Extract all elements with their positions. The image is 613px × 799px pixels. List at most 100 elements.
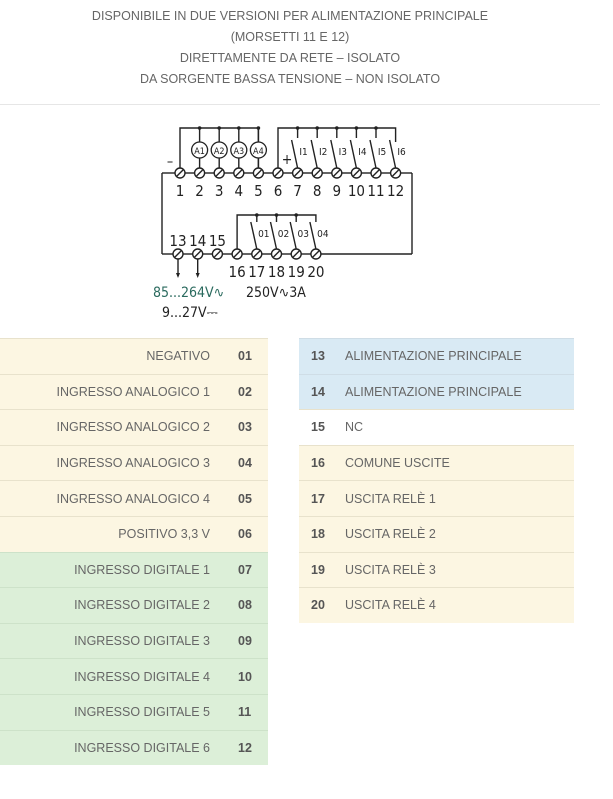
screw-slot: [292, 250, 300, 258]
header-line: DISPONIBILE IN DUE VERSIONI PER ALIMENTA…: [91, 9, 489, 23]
divider: [0, 104, 600, 105]
table-row: 17 USCITA RELÈ 1: [299, 480, 574, 516]
terminal-number: 11: [367, 182, 384, 200]
terminal-label: INGRESSO ANALOGICO 3: [56, 456, 210, 471]
terminal-label: USCITA RELÈ 4: [345, 598, 436, 613]
output-label: 01: [258, 229, 269, 240]
terminal-number: 4: [235, 182, 244, 200]
header: DISPONIBILE IN DUE VERSIONI PER ALIMENTA…: [0, 6, 580, 90]
relay-rating-label: 250V∿3A: [246, 285, 306, 301]
terminal-number: 13: [311, 349, 325, 364]
switch-contact: [310, 139, 318, 169]
relay-contact: [309, 221, 317, 250]
terminal-number: 18: [311, 527, 325, 542]
screw-slot: [294, 169, 302, 177]
terminal-number: 10: [348, 182, 365, 200]
screw-slot: [233, 250, 241, 258]
terminal-number: 15: [209, 232, 226, 250]
supply-dc-label: 9...27V⎓: [162, 305, 218, 321]
output-label: 02: [278, 229, 289, 240]
junction-dot: [254, 213, 259, 217]
terminal-number: 03: [238, 420, 252, 435]
terminal-number: 13: [169, 232, 186, 250]
terminal-number: 18: [268, 263, 285, 281]
header-line: (MORSETTI 11 E 12): [230, 30, 350, 44]
terminal-label: USCITA RELÈ 2: [345, 527, 436, 542]
terminal-label: USCITA RELÈ 1: [345, 491, 436, 506]
terminal-number: 7: [293, 182, 302, 200]
terminal-number: 07: [238, 562, 252, 577]
terminal-number: 14: [311, 384, 325, 399]
digital-label: I4: [358, 147, 367, 158]
screw-slot: [274, 169, 282, 177]
terminal-number: 15: [311, 420, 325, 435]
screw-slot: [333, 169, 341, 177]
analog-label: A4: [253, 147, 264, 157]
terminal-label: INGRESSO DIGITALE 4: [74, 669, 210, 684]
terminal-label: INGRESSO DIGITALE 1: [74, 562, 210, 577]
terminal-number: 17: [248, 263, 265, 281]
table-row: INGRESSO DIGITALE 3 09: [0, 622, 268, 659]
terminal-number: 09: [238, 634, 252, 649]
screw-slot: [253, 250, 261, 258]
header-line: DA SORGENTE BASSA TENSIONE – NON ISOLATO: [139, 72, 441, 86]
terminal-number: 19: [311, 562, 325, 577]
relay-contact: [269, 221, 278, 250]
terminal-number: 17: [311, 491, 325, 506]
digital-label: I6: [397, 147, 406, 158]
junction-dot: [274, 213, 279, 217]
terminal-number: 6: [274, 182, 283, 200]
switch-contact: [290, 139, 299, 169]
output-label: 03: [297, 229, 308, 240]
switch-contact: [349, 139, 358, 169]
terminal-label: USCITA RELÈ 3: [345, 562, 436, 577]
table-row: 20 USCITA RELÈ 4: [299, 587, 574, 623]
table-row: 18 USCITA RELÈ 2: [299, 515, 574, 552]
terminal-number: 16: [311, 456, 325, 471]
terminal-number: 1: [176, 182, 185, 200]
screw-slot: [176, 169, 184, 177]
terminal-number: 16: [229, 263, 246, 281]
plus-sign: +: [282, 152, 293, 168]
terminal-number: 10: [238, 669, 252, 684]
digital-label: I3: [339, 147, 347, 158]
analog-label: A2: [214, 147, 225, 157]
digital-label: I2: [319, 147, 327, 158]
header-line: DIRETTAMENTE DA RETE – ISOLATO: [179, 51, 401, 65]
terminal-label: POSITIVO 3,3 V: [118, 527, 210, 542]
screw-slot: [213, 250, 221, 258]
screw-slot: [273, 250, 280, 258]
terminal-label: INGRESSO ANALOGICO 2: [56, 420, 210, 435]
terminal-label: NEGATIVO: [146, 349, 210, 364]
terminal-number: 20: [311, 598, 325, 613]
digital-label: I5: [378, 147, 386, 158]
switch-contact: [330, 139, 338, 169]
terminal-number: 12: [238, 740, 252, 755]
switch-contact: [369, 139, 377, 169]
analog-label: A1: [194, 147, 205, 157]
screw-slot: [196, 169, 204, 177]
terminal-label: INGRESSO ANALOGICO 4: [56, 491, 210, 506]
digital-label: I1: [299, 147, 307, 158]
screw-slot: [372, 169, 380, 177]
table-row: INGRESSO ANALOGICO 2 03: [0, 409, 268, 445]
junction-dot: [294, 213, 299, 217]
terminal-label: ALIMENTAZIONE PRINCIPALE: [345, 384, 522, 399]
terminal-label: INGRESSO DIGITALE 5: [74, 705, 210, 720]
screw-slot: [174, 250, 182, 258]
screw-slot: [215, 169, 223, 177]
terminal-label: INGRESSO DIGITALE 3: [74, 634, 210, 649]
table-row: 14 ALIMENTAZIONE PRINCIPALE: [299, 373, 574, 410]
screw-slot: [352, 169, 360, 177]
